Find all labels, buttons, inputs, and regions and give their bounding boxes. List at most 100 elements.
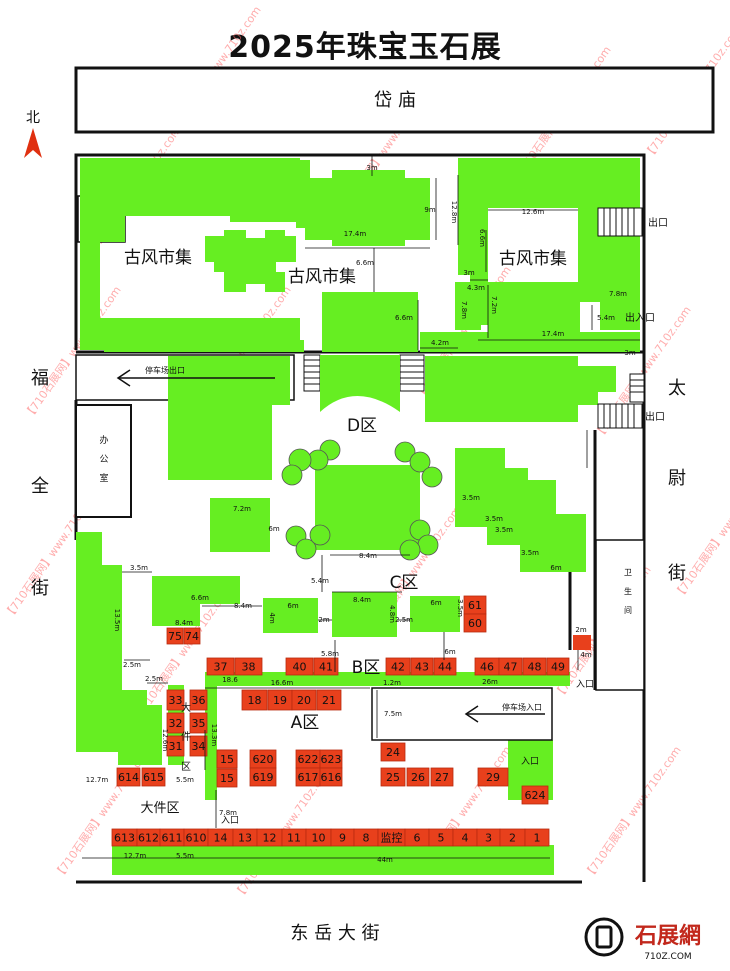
booth-60[interactable]: 60 [463,613,487,633]
booth-number: 622 [298,753,319,766]
booth-34[interactable]: 34 [189,735,208,757]
booth-3[interactable]: 3 [476,828,501,847]
booth-9[interactable]: 9 [330,828,355,847]
booth-610[interactable]: 610 [183,828,209,847]
booth-27[interactable]: 27 [430,767,454,787]
booth-48[interactable]: 48 [522,657,547,676]
booth-5[interactable]: 5 [428,828,454,847]
booth-613[interactable]: 613 [111,828,138,847]
booth-24[interactable]: 24 [380,742,406,762]
booth-number: 75 [168,630,182,643]
booth-617[interactable]: 617 [295,767,321,787]
booth-1[interactable]: 1 [524,828,550,847]
booth-number: 15 [220,772,234,785]
booth-620[interactable]: 620 [249,749,277,769]
booth-42[interactable]: 42 [385,657,411,676]
booth-15[interactable]: 15 [216,749,238,769]
booth-31[interactable]: 31 [166,735,185,757]
tree-icon [394,441,416,463]
booth-监控[interactable]: 监控 [377,828,406,847]
booth-6[interactable]: 6 [404,828,430,847]
dimension-label: 5.4m [311,577,329,585]
booth-41[interactable]: 41 [313,657,339,676]
booth-40[interactable]: 40 [285,657,314,676]
dimension-label: 44m [377,856,393,864]
booth-75[interactable]: 75 [166,627,184,645]
dimension-label: 6m [287,602,298,610]
booth-box [291,689,317,711]
booth-8[interactable]: 8 [353,828,379,847]
booth-number: 47 [504,661,518,674]
dimension-label: 7.2m [490,296,498,314]
logo-name: 石展網 [634,923,701,949]
booth-622[interactable]: 622 [295,749,321,769]
stairs-icon [303,207,645,429]
booth-number: 43 [415,661,429,674]
large-item-vertical-char: 区 [181,761,191,773]
c-zone-block-main [332,592,397,637]
dai-temple-label: 岱 庙 [374,90,416,111]
booth-21[interactable]: 21 [316,689,342,711]
booth-number: 46 [480,661,494,674]
booth-616[interactable]: 616 [319,767,343,787]
booth-38[interactable]: 38 [234,657,263,676]
booth-32[interactable]: 32 [166,712,185,734]
booth-36[interactable]: 36 [189,689,208,711]
dimension-label: 6m [268,525,279,533]
booth-number: 9 [339,832,346,845]
booth-11[interactable]: 11 [281,828,307,847]
a-zone-label: A区 [291,713,320,733]
booth-47[interactable]: 47 [498,657,523,676]
booth-number: 26 [411,771,425,784]
booth-13[interactable]: 13 [232,828,258,847]
booth-46[interactable]: 46 [474,657,500,676]
booth-35[interactable]: 35 [189,712,208,734]
booth-74[interactable]: 74 [183,627,201,645]
booth-614[interactable]: 614 [116,767,141,787]
booth-624[interactable]: 624 [521,785,549,805]
booth-box [249,767,277,787]
booth-20[interactable]: 20 [291,689,317,711]
booth-43[interactable]: 43 [410,657,434,676]
booth-14[interactable]: 14 [207,828,234,847]
booth-18[interactable]: 18 [241,689,268,711]
booth-29[interactable]: 29 [477,767,509,787]
entrance-label: 入口 [576,679,594,690]
booth-number: 5 [438,832,445,845]
booth-box [234,657,263,676]
booth-615[interactable]: 615 [141,767,166,787]
parking-exit-label: 停车场出口 [145,365,185,375]
booth-15[interactable]: 15 [216,768,238,788]
booth-number: 25 [386,771,400,784]
dimension-label: 13.3m [210,724,218,747]
booth-box [385,657,411,676]
booth-10[interactable]: 10 [305,828,332,847]
booth-44[interactable]: 44 [433,657,457,676]
booth-61[interactable]: 61 [463,595,487,615]
booth-25[interactable]: 25 [380,767,406,787]
booth-12[interactable]: 12 [256,828,283,847]
booth-19[interactable]: 19 [267,689,293,711]
booth-49[interactable]: 49 [546,657,570,676]
booth-number: 48 [528,661,542,674]
dimension-label: 3.5m [130,564,148,572]
booth-box [477,767,509,787]
booth-box [189,689,208,711]
dimension-label: 7.8m [609,290,627,298]
booth-box [406,767,430,787]
booth-4[interactable]: 4 [452,828,478,847]
dimension-label: 18.6 [222,676,238,684]
booth-619[interactable]: 619 [249,767,277,787]
booth-number: 623 [321,753,342,766]
booth-2[interactable]: 2 [499,828,526,847]
booth-number: 10 [312,832,326,845]
dimension-label: 5.8m [321,650,339,658]
booth-623[interactable]: 623 [319,749,343,769]
booth-611[interactable]: 611 [159,828,185,847]
booth-33[interactable]: 33 [166,689,185,711]
dimension-label: 4m [580,651,591,659]
booth-26[interactable]: 26 [406,767,430,787]
booth-number: 监控 [381,831,403,845]
booth-612[interactable]: 612 [136,828,161,847]
booth-37[interactable]: 37 [206,657,235,676]
